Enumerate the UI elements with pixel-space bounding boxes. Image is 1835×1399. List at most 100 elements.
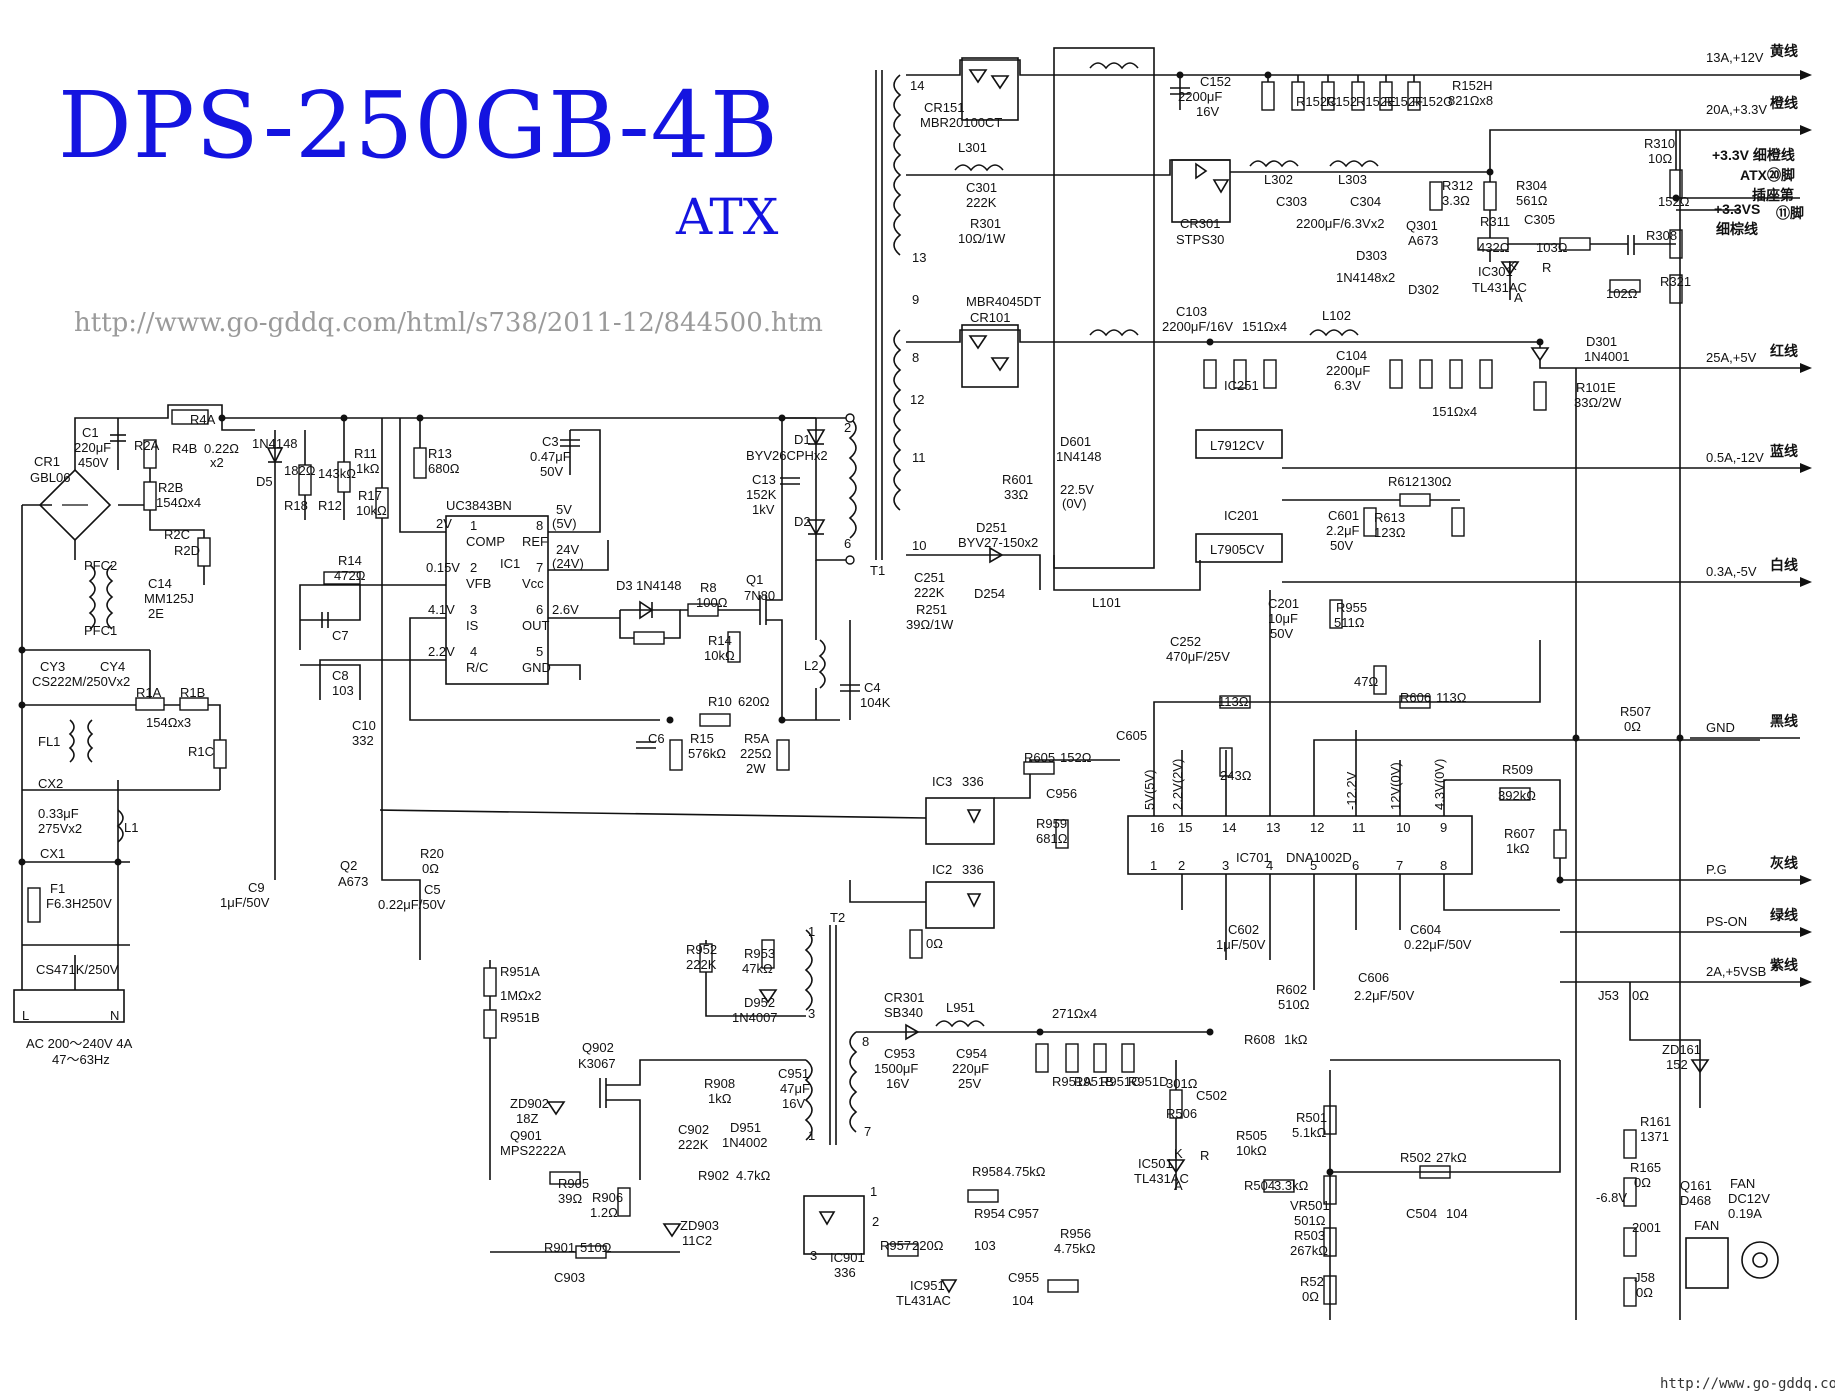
- component-label: R152C: [1296, 94, 1336, 109]
- component-label: R152F: [1384, 94, 1423, 109]
- component-label: CX1: [40, 846, 65, 861]
- component-label: 123Ω: [1374, 525, 1406, 540]
- component-label: 1kΩ: [1506, 841, 1530, 856]
- component-label: R2B: [158, 480, 183, 495]
- component-label: 470μF/25V: [1166, 649, 1230, 664]
- component-label: R311: [1480, 214, 1510, 229]
- component-label: 0Ω: [926, 936, 943, 951]
- component-label: 11C2: [682, 1233, 712, 1248]
- component-label: 103: [332, 683, 354, 698]
- component-label: 10Ω/1W: [958, 231, 1006, 246]
- component-label: C7: [332, 628, 349, 643]
- output-color-label: 黄线: [1770, 43, 1798, 59]
- component-label: R952: [686, 942, 717, 957]
- output-spec-label: 20A,+3.3V: [1706, 102, 1767, 117]
- component-label: 0Ω: [1632, 988, 1649, 1003]
- component-label: 821Ωx8: [1448, 93, 1493, 108]
- component-label: R502: [1400, 1150, 1431, 1165]
- component-label: 1N4148: [1056, 449, 1102, 464]
- component-label: C504: [1406, 1206, 1437, 1221]
- output-color-label: 绿线: [1770, 907, 1798, 923]
- component-label: 16V: [782, 1096, 805, 1111]
- component-label: ZD903: [680, 1218, 719, 1233]
- component-label: R1C: [188, 744, 214, 759]
- component-label: D302: [1408, 282, 1439, 297]
- component-label: A: [1514, 290, 1523, 305]
- component-label: 1500μF: [874, 1061, 918, 1076]
- ic1-pin-name-vfb: VFB: [466, 576, 491, 591]
- component-label: 152Ω: [1060, 750, 1092, 765]
- component-label: 0.19A: [1728, 1206, 1762, 1221]
- component-label: L303: [1338, 172, 1367, 187]
- component-label: 222K: [678, 1137, 709, 1152]
- output-spec-label: GND: [1706, 720, 1735, 735]
- component-label: 4.75kΩ: [1054, 1241, 1096, 1256]
- component-label: 33Ω: [1004, 487, 1028, 502]
- component-label: 510Ω: [580, 1240, 612, 1255]
- voltage-pin6: 2.6V: [552, 602, 579, 617]
- transformer-pin-label: 3: [808, 1006, 815, 1021]
- voltage-pin7-b: (24V): [552, 556, 584, 571]
- component-label: 1.2Ω: [590, 1205, 618, 1220]
- component-label: R4A: [190, 412, 216, 427]
- component-label: D254: [974, 586, 1005, 601]
- component-label: FL1: [38, 734, 60, 749]
- component-label: 3.3Ω: [1442, 193, 1470, 208]
- component-label: 113Ω: [1436, 690, 1467, 705]
- ic701-pin-label: 11: [1352, 820, 1366, 835]
- component-label: R: [1200, 1148, 1209, 1163]
- component-label: D5: [256, 474, 273, 489]
- ic1-part-label: UC3843BN: [446, 498, 512, 513]
- ic701-pin-voltage: 4.3V(0V): [1432, 759, 1447, 810]
- component-label: 47μF: [780, 1081, 810, 1096]
- component-label: R165: [1630, 1160, 1661, 1175]
- output-spec-label: 2A,+5VSB: [1706, 964, 1766, 979]
- component-label: 392kΩ: [1498, 788, 1536, 803]
- component-label: L101: [1092, 595, 1121, 610]
- component-label: R955: [1336, 600, 1367, 615]
- component-label: 2E: [148, 606, 164, 621]
- component-label: J53: [1598, 988, 1619, 1003]
- component-label: 143kΩ: [318, 466, 356, 481]
- component-label: K: [1508, 258, 1517, 273]
- transformer-pin-label: 12: [910, 392, 924, 407]
- component-label: R906: [592, 1190, 623, 1205]
- component-label: 152: [1666, 1057, 1688, 1072]
- output-spec-label: 0.5A,-12V: [1706, 450, 1764, 465]
- component-label: 4.7kΩ: [736, 1168, 771, 1183]
- ic1-pin-name-vcc: Vcc: [522, 576, 544, 591]
- component-label: R11: [354, 446, 377, 461]
- component-label: R951B: [500, 1010, 540, 1025]
- component-label: CR101: [970, 310, 1010, 325]
- component-label: R1A: [136, 685, 162, 700]
- component-label: Q902: [582, 1040, 614, 1055]
- component-label: TL431AC: [1134, 1171, 1189, 1186]
- output-color-label: 黑线: [1770, 713, 1798, 729]
- component-label: C956: [1046, 786, 1077, 801]
- component-label: CR301: [884, 990, 924, 1005]
- component-label: 2.2μF/50V: [1354, 988, 1415, 1003]
- component-label: 0Ω: [422, 861, 439, 876]
- component-label: D303: [1356, 248, 1387, 263]
- component-label: R5A: [744, 731, 770, 746]
- component-label: 450V: [78, 455, 109, 470]
- ac-freq-label: 47～63Hz: [52, 1052, 110, 1067]
- ic1-pin-name-gnd: GND: [522, 660, 551, 675]
- component-label: 3.3kΩ: [1274, 1178, 1309, 1193]
- ic1-pin-8: 8: [536, 518, 543, 533]
- component-label: 104K: [860, 695, 891, 710]
- ac-n-label: N: [110, 1008, 119, 1023]
- transformer-pin-label: 9: [912, 292, 919, 307]
- component-label: CR1: [34, 454, 60, 469]
- component-label: 151Ωx4: [1242, 319, 1287, 334]
- component-label: R4B: [172, 441, 197, 456]
- transformer-pin-label: 2: [844, 420, 851, 435]
- component-label: F1: [50, 881, 65, 896]
- component-label: 2200μF: [1178, 89, 1222, 104]
- component-label: 4.75kΩ: [1004, 1164, 1046, 1179]
- component-label: 0Ω: [1636, 1285, 1653, 1300]
- component-label: 7N80: [744, 588, 775, 603]
- component-label: 27kΩ: [1436, 1150, 1467, 1165]
- component-label: R601: [1002, 472, 1033, 487]
